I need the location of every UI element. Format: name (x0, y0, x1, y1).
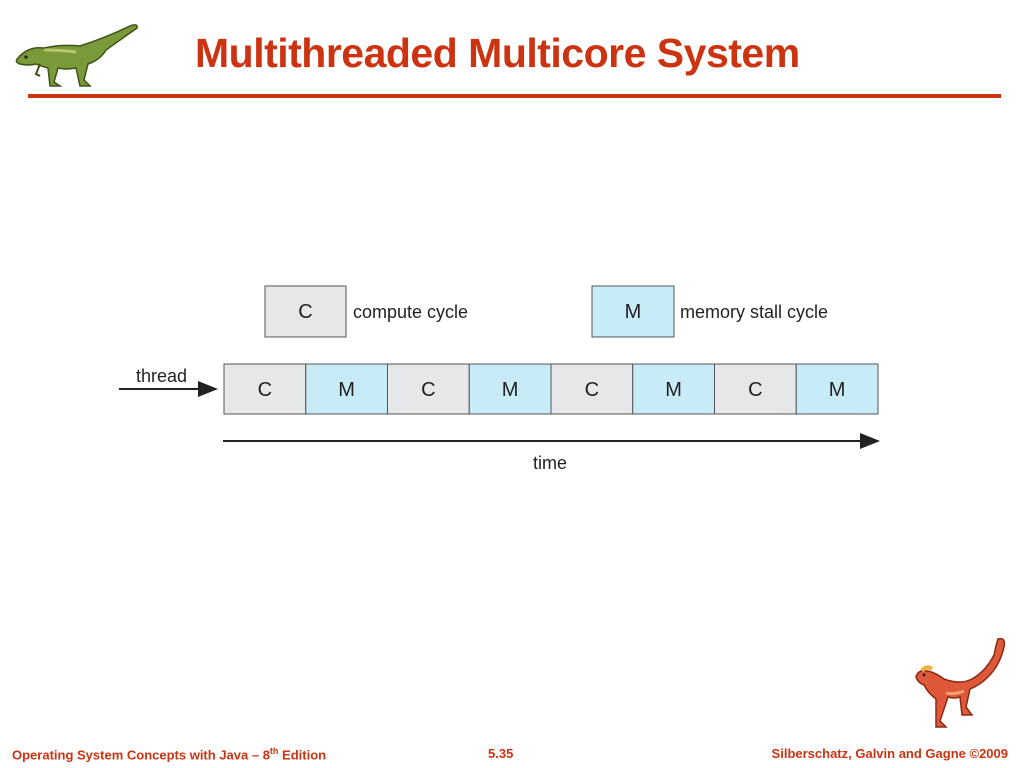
red-dinosaur-logo (910, 635, 1010, 745)
footer-book-title-suffix: Edition (278, 747, 326, 762)
footer-book-title-prefix: Operating System Concepts with Java – 8 (12, 747, 270, 762)
time-label: time (533, 453, 567, 473)
legend-compute: C compute cycle (265, 286, 468, 337)
footer-book-title: Operating System Concepts with Java – 8t… (12, 746, 326, 762)
legend-memory: M memory stall cycle (592, 286, 828, 337)
legend-memory-code: M (625, 301, 642, 323)
footer-copyright: Silberschatz, Galvin and Gagne ©2009 (772, 746, 1008, 761)
legend-compute-code: C (298, 301, 312, 323)
compute-cycle-label: C (585, 379, 599, 401)
memory-stall-cycle-label: M (665, 379, 682, 401)
memory-stall-cycle-label: M (829, 379, 846, 401)
memory-stall-cycle-label: M (502, 379, 519, 401)
thread-label: thread (136, 366, 187, 386)
compute-cycle-label: C (748, 379, 762, 401)
compute-cycle-label: C (421, 379, 435, 401)
legend-compute-label: compute cycle (353, 302, 468, 322)
memory-stall-cycle-label: M (338, 379, 355, 401)
footer-page-number: 5.35 (488, 746, 513, 761)
legend-memory-label: memory stall cycle (680, 302, 828, 322)
compute-cycle-label: C (258, 379, 272, 401)
